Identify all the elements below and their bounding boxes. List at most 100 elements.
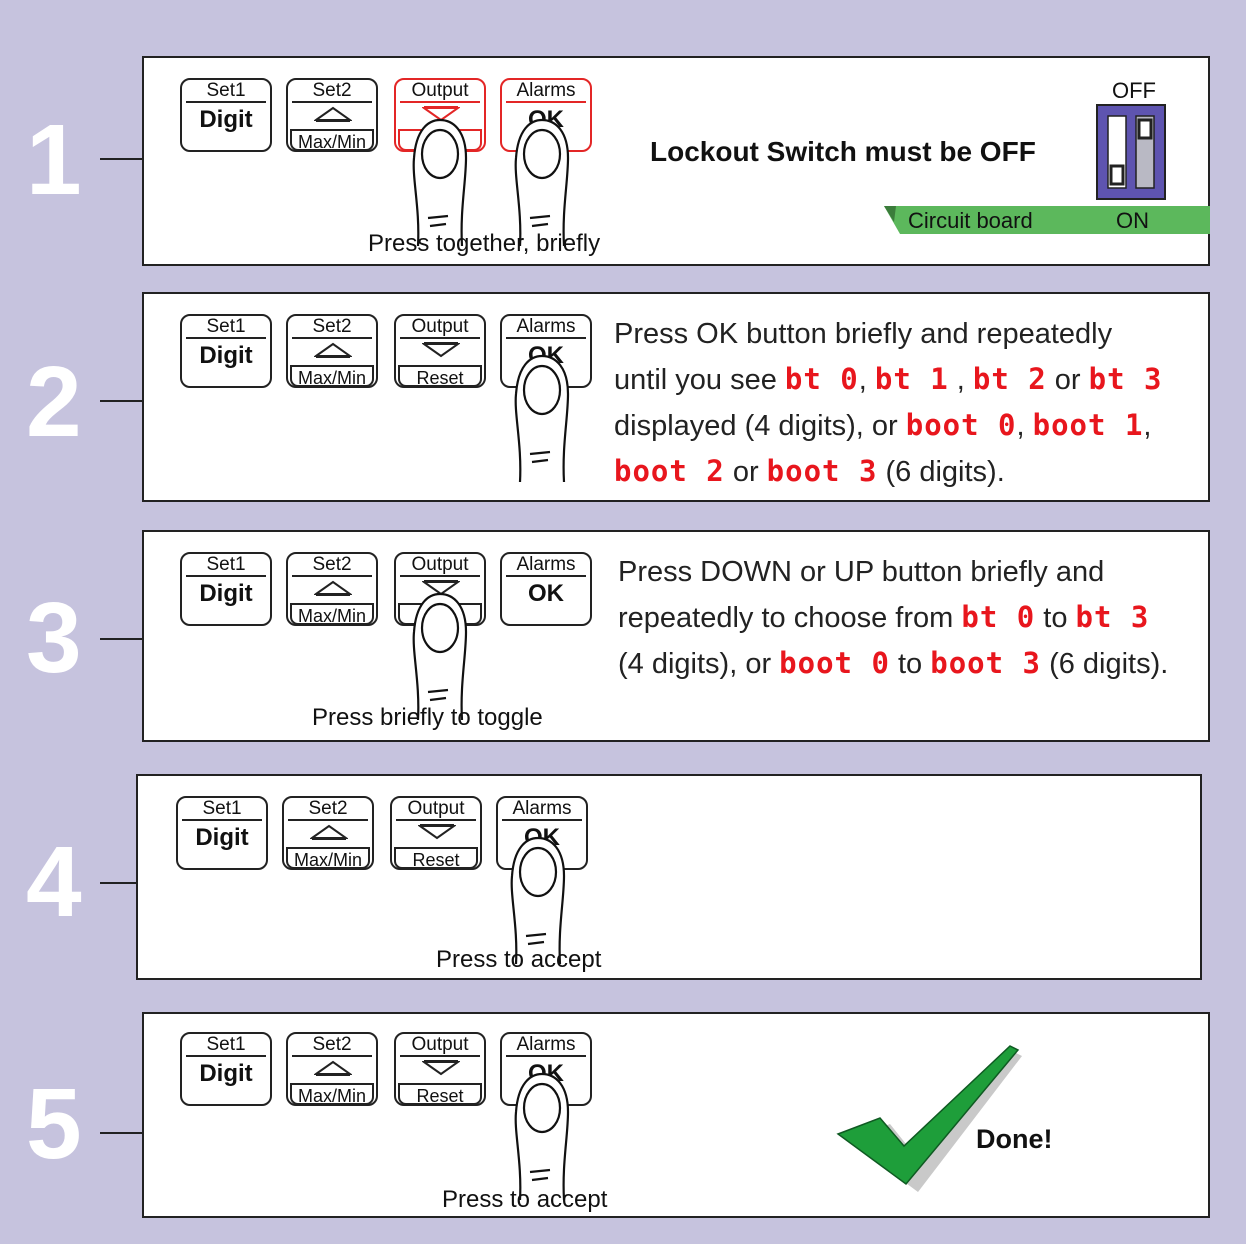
display-code: bt 3 (1075, 600, 1150, 634)
display-code: bt 2 (972, 362, 1047, 396)
key-top-label: Alarms (502, 1033, 590, 1057)
key-top-label: Alarms (498, 797, 586, 821)
finger-press-icon (514, 1072, 570, 1201)
display-code: bt 1 (874, 362, 949, 396)
key-main-label: Digit (199, 1060, 253, 1087)
text-fragment: , (1016, 410, 1033, 442)
finger-pointer (512, 354, 572, 489)
step-number-4: 4 (26, 826, 82, 938)
key-main-label: Digit (199, 342, 253, 369)
key-top-label: Alarms (502, 315, 590, 339)
up-arrow-icon (314, 342, 352, 358)
switch-off-label: OFF (1112, 78, 1156, 103)
text-fragment: , (1143, 410, 1152, 442)
instruction-line-3: (4 digits), or boot 0 to boot 3 (6 digit… (618, 641, 1168, 687)
text-fragment: (6 digits). (877, 456, 1005, 488)
step-number-5: 5 (26, 1068, 82, 1180)
display-code: bt 0 (784, 362, 859, 396)
step-3-instructions: Press DOWN or UP button briefly and repe… (618, 550, 1168, 687)
text-fragment: until you see (614, 364, 785, 396)
text-fragment: , (858, 364, 875, 396)
finger-pointer (512, 1072, 572, 1207)
step-caption: Press together, briefly (368, 230, 601, 257)
step-connector-1 (100, 158, 144, 160)
step-connector-5 (100, 1132, 144, 1134)
key-main-label: Digit (199, 580, 253, 607)
finger-press-icon (514, 354, 570, 483)
lockout-switch (1096, 104, 1166, 200)
display-code: boot 3 (930, 646, 1042, 680)
text-fragment: repeatedly to choose from (618, 602, 962, 634)
key-top-label: Set2 (288, 553, 376, 577)
instruction-line-1: Press OK button briefly and repeatedly (614, 318, 1113, 350)
step-number-2: 2 (26, 346, 82, 458)
key-bottom-label: Max/Min (290, 603, 374, 626)
text-fragment: , (948, 364, 973, 396)
finger-pointer (410, 118, 470, 253)
finger-press-icon (412, 118, 468, 247)
down-arrow-icon (418, 824, 456, 840)
step-connector-2 (100, 400, 144, 402)
dip-switch-graphic (1107, 115, 1155, 189)
switch-on-label: ON (1116, 208, 1149, 233)
finger-pointer (410, 592, 470, 727)
step-4-panel: Set1DigitSet2Max/MinOutputResetAlarmsOK … (136, 774, 1202, 980)
key-top-label: Output (396, 315, 484, 339)
display-code: boot 3 (766, 454, 878, 488)
step-caption: Press briefly to toggle (312, 704, 543, 731)
finger-pointer (512, 118, 572, 253)
display-code: bt 0 (961, 600, 1036, 634)
key-top-label: Output (396, 79, 484, 103)
key-top-label: Set2 (284, 797, 372, 821)
key-bottom-label: Reset (398, 365, 482, 388)
key-top-label: Set1 (182, 1033, 270, 1057)
display-code: boot 2 (614, 454, 725, 488)
display-code: boot 0 (905, 408, 1017, 442)
step-number-3: 3 (26, 582, 82, 694)
key-bottom-label: Max/Min (286, 847, 370, 870)
step-connector-4 (100, 882, 144, 884)
key-top-label: Set2 (288, 79, 376, 103)
down-arrow-icon (422, 580, 460, 596)
key-top-label: Set1 (182, 315, 270, 339)
step-2-panel: Set1DigitSet2Max/MinOutputResetAlarmsOK … (142, 292, 1210, 502)
step-5-panel: Set1DigitSet2Max/MinOutputResetAlarmsOK … (142, 1012, 1210, 1218)
key-bottom-label: Max/Min (290, 1083, 374, 1106)
key-main-label: OK (528, 580, 564, 607)
key-top-label: Set1 (178, 797, 266, 821)
instruction-line-1: Press DOWN or UP button briefly and (618, 556, 1105, 588)
key-main-label: Digit (199, 106, 253, 133)
circuit-board-graphic (884, 206, 1210, 234)
circuit-board-label: Circuit board (908, 208, 1033, 233)
key-top-label: Set2 (288, 315, 376, 339)
text-fragment: or (724, 456, 767, 488)
text-fragment: to (889, 648, 931, 680)
text-fragment: or (1046, 364, 1089, 396)
step-number-1: 1 (26, 104, 82, 216)
down-arrow-icon (422, 1060, 460, 1076)
text-fragment: to (1035, 602, 1076, 634)
done-label: Done! (976, 1124, 1053, 1154)
finger-pointer (508, 836, 568, 971)
step-connector-3 (100, 638, 144, 640)
down-arrow-icon (422, 106, 460, 122)
finger-press-icon (510, 836, 566, 965)
key-top-label: Output (396, 553, 484, 577)
step-2-instructions: Press OK button briefly and repeatedly u… (614, 312, 1162, 495)
